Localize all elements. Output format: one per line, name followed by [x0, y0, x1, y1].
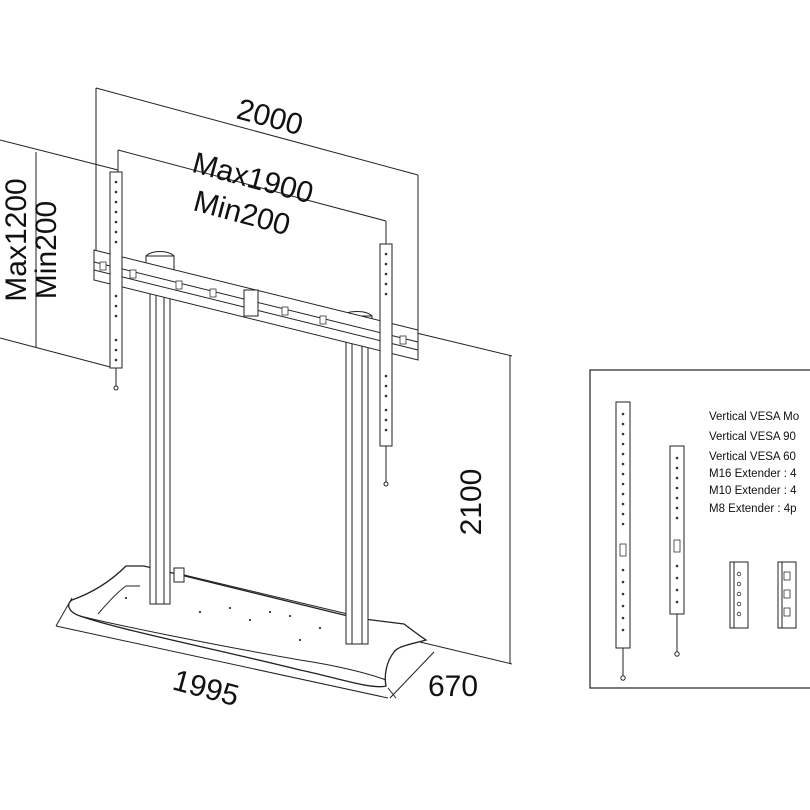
vesa-max-height-label: Max1200	[0, 178, 33, 301]
parts-list-item-1: Vertical VESA Mo	[709, 411, 799, 423]
extender-part-1	[729, 561, 749, 629]
long-vertical-vesa-arm-part	[615, 401, 631, 681]
parts-list-panel: Vertical VESA Mo Vertical VESA 90 Vertic…	[589, 369, 810, 689]
horizontal-mounting-rail	[93, 249, 419, 361]
short-vertical-vesa-arm-part	[669, 445, 685, 657]
parts-list-item-4: M16 Extender : 4	[709, 468, 797, 480]
extender-part-2	[777, 561, 797, 629]
base-depth-dimension-line	[389, 651, 435, 699]
right-upright-column	[341, 311, 373, 645]
right-vesa-arm	[379, 243, 393, 487]
left-upright-column	[145, 251, 185, 605]
base-width-label: 1995	[169, 664, 242, 713]
height-label: 2100	[455, 469, 488, 536]
left-vesa-arm	[109, 171, 123, 391]
base-depth-label: 670	[428, 670, 478, 703]
parts-list-item-2: Vertical VESA 90	[709, 431, 796, 443]
vesa-min-height-label: Min200	[30, 201, 63, 299]
width-2000-dimension-line	[95, 87, 419, 176]
parts-list-item-5: M10 Extender : 4	[709, 485, 797, 497]
parts-list-item-3: Vertical VESA 60	[709, 451, 796, 463]
vesa-width-dimension-line	[117, 149, 387, 222]
floor-base-plate	[68, 565, 428, 688]
base-width-dimension-line	[55, 625, 389, 699]
parts-list-item-6: M8 Extender : 4p	[709, 503, 797, 515]
